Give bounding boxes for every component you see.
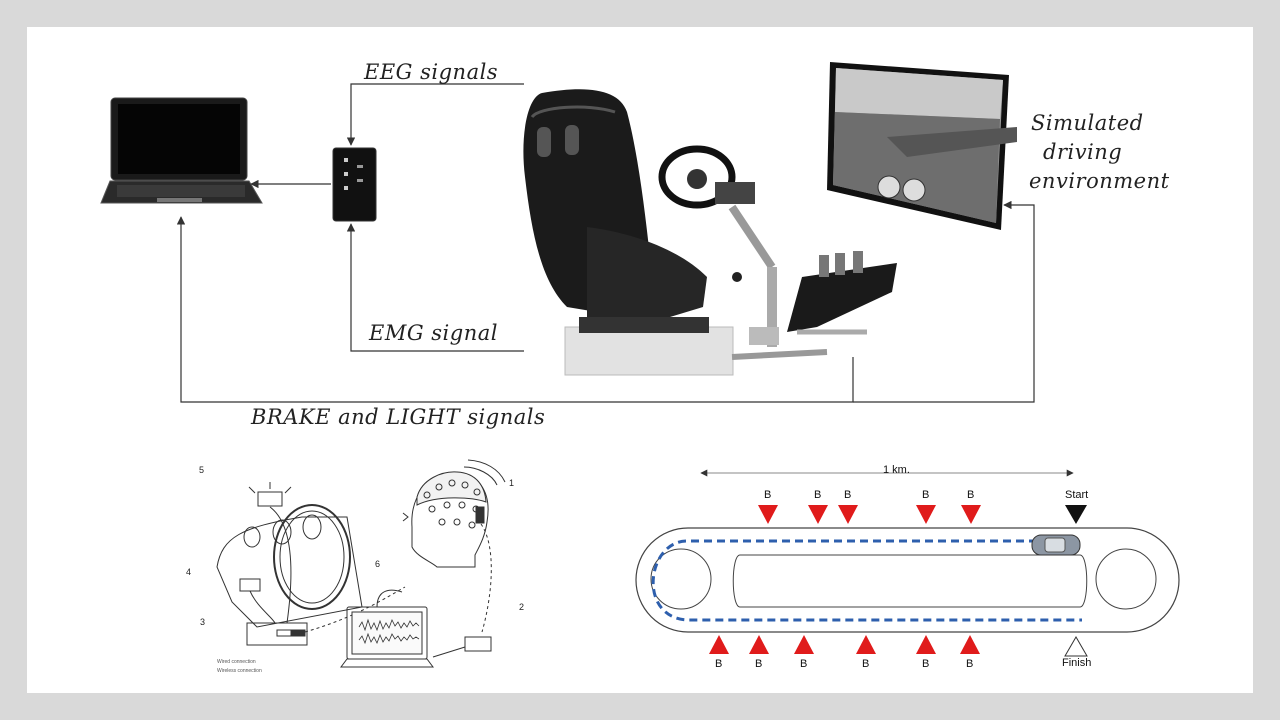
brake-marker-bottom-label-1: B bbox=[755, 658, 763, 670]
eeg-signals-label: EEG signals bbox=[364, 60, 499, 84]
emg-signal-label: EMG signal bbox=[369, 321, 498, 345]
brake-marker-bottom-0 bbox=[709, 635, 729, 654]
brake-marker-top-3 bbox=[916, 505, 936, 524]
env-label-line1: Simulated bbox=[1031, 111, 1144, 135]
brake-marker-bottom-3 bbox=[856, 635, 876, 654]
brake-marker-top-label-3: B bbox=[922, 489, 930, 501]
connection-lines bbox=[176, 83, 1035, 403]
finish-label: Finish bbox=[1062, 657, 1092, 669]
slide: EEG signals EMG signal BRAKE and LIGHT s… bbox=[27, 27, 1253, 693]
head-eeg-cap-icon bbox=[402, 459, 506, 633]
brake-marker-top-label-1: B bbox=[814, 489, 822, 501]
brake-marker-top-2 bbox=[838, 505, 858, 524]
brake-marker-top-label-4: B bbox=[967, 489, 975, 501]
racing-seat-icon bbox=[523, 89, 734, 376]
brake-marker-bottom-label-3: B bbox=[862, 658, 870, 670]
schematic-number-5: 5 bbox=[199, 465, 205, 475]
brake-marker-bottom-2 bbox=[794, 635, 814, 654]
track-diagram bbox=[635, 469, 1180, 657]
start-label: Start bbox=[1065, 489, 1089, 501]
laptop-icon bbox=[100, 97, 263, 204]
brake-marker-bottom-4 bbox=[916, 635, 936, 654]
brake-marker-top-label-2: B bbox=[844, 489, 852, 501]
eeg-amplifier-icon bbox=[332, 147, 377, 222]
schematic-number-4: 4 bbox=[186, 567, 192, 577]
dashboard-icon bbox=[216, 482, 406, 646]
brake-marker-top-1 bbox=[808, 505, 828, 524]
brake-marker-bottom-label-0: B bbox=[715, 658, 723, 670]
brake-marker-bottom-1 bbox=[749, 635, 769, 654]
start-marker bbox=[1065, 505, 1087, 524]
env-label-line3: environment bbox=[1029, 169, 1170, 193]
env-label-line2: driving bbox=[1043, 140, 1123, 164]
schematic-number-6: 6 bbox=[375, 559, 381, 569]
finish-marker bbox=[1064, 636, 1088, 657]
schematic-number-3: 3 bbox=[200, 617, 206, 627]
brake-marker-top-4 bbox=[961, 505, 981, 524]
schematic-number-1: 1 bbox=[509, 478, 515, 488]
legend-wireless: Wireless connection bbox=[217, 668, 262, 674]
schematic-laptop-icon bbox=[340, 589, 492, 668]
diagram-canvas bbox=[100, 62, 1180, 668]
steering-wheel-icon bbox=[658, 145, 828, 360]
schematic-number-2: 2 bbox=[519, 602, 525, 612]
brake-light-label: BRAKE and LIGHT signals bbox=[251, 405, 546, 429]
brake-marker-bottom-5 bbox=[960, 635, 980, 654]
brake-marker-top-label-0: B bbox=[764, 489, 772, 501]
pedals-icon bbox=[787, 251, 897, 335]
distance-label: 1 km. bbox=[883, 464, 910, 476]
car-icon bbox=[1031, 534, 1081, 556]
legend-wired: Wired connection bbox=[217, 659, 256, 665]
brake-marker-bottom-label-4: B bbox=[922, 658, 930, 670]
top-brake-markers bbox=[758, 505, 981, 524]
bottom-brake-markers bbox=[709, 635, 980, 654]
brake-marker-bottom-label-2: B bbox=[800, 658, 808, 670]
monitor-icon bbox=[827, 62, 1017, 230]
brake-marker-bottom-label-5: B bbox=[966, 658, 974, 670]
brake-marker-top-0 bbox=[758, 505, 778, 524]
